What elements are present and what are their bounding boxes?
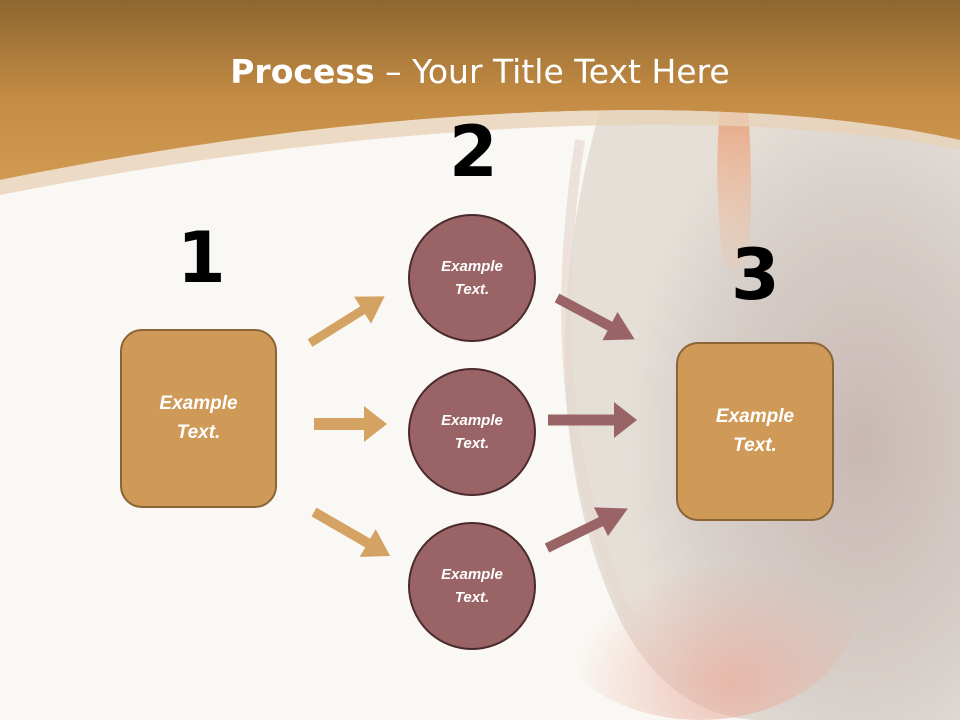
arrow-to-bottom-circle — [311, 507, 391, 557]
step-3-text: Example Text. — [715, 406, 795, 456]
step-2-text-top: Example Text. — [441, 257, 503, 298]
arrows-right-group — [544, 293, 637, 553]
wine-drip — [717, 110, 751, 270]
step-1-box: Example Text. — [120, 329, 277, 508]
arrow-from-bottom-circle — [544, 507, 628, 553]
step-1-text: Example Text. — [159, 393, 238, 443]
arrow-from-top-circle — [554, 293, 635, 341]
step-number-1: 1 — [177, 217, 226, 299]
arrow-to-top-circle — [307, 296, 385, 347]
title-bold: Process — [230, 52, 375, 91]
arrows-left-group — [307, 296, 391, 557]
step-2-circle-middle: Example Text. — [408, 368, 536, 496]
step-3-box: Example Text. — [676, 342, 834, 521]
header-band — [0, 0, 960, 180]
arrow-from-middle-circle — [548, 402, 637, 438]
header-swoosh — [0, 110, 960, 195]
slide-title: Process – Your Title Text Here — [0, 52, 960, 91]
step-2-text-middle: Example Text. — [441, 411, 503, 452]
title-rest: – Your Title Text Here — [374, 52, 730, 91]
step-number-3: 3 — [731, 234, 780, 316]
step-2-circle-bottom: Example Text. — [408, 522, 536, 650]
step-2-circle-top: Example Text. — [408, 214, 536, 342]
step-number-2: 2 — [449, 111, 498, 193]
arrow-to-middle-circle — [314, 406, 387, 442]
step-2-text-bottom: Example Text. — [441, 565, 503, 606]
